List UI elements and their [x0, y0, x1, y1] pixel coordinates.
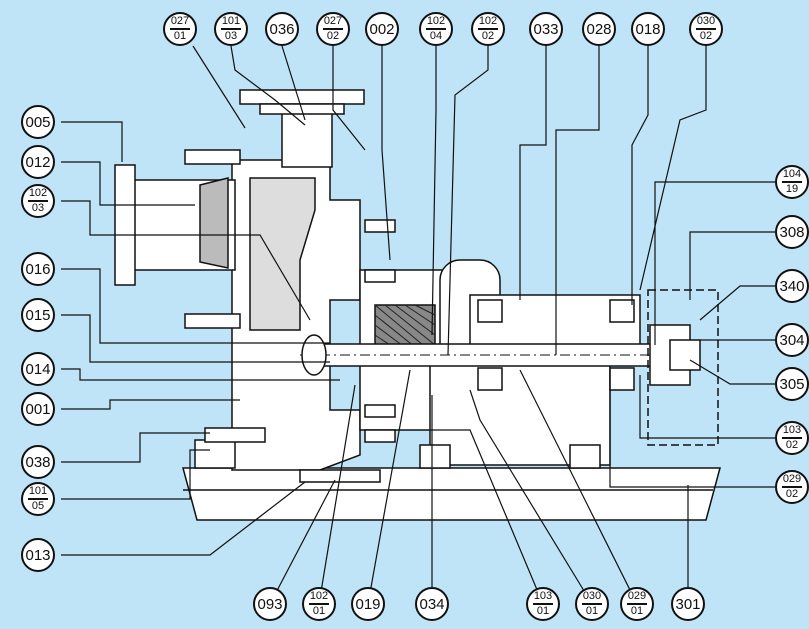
label-305: 305 [775, 367, 809, 401]
label-002: 002 [365, 12, 399, 46]
label-015: 015 [21, 298, 55, 332]
label-012: 012 [21, 145, 55, 179]
label-034: 034 [415, 587, 449, 621]
label-038: 038 [21, 445, 55, 479]
label-013: 013 [21, 538, 55, 572]
label-304: 304 [775, 323, 809, 357]
label-016: 016 [21, 252, 55, 286]
label-340: 340 [775, 269, 809, 303]
label-001: 001 [21, 392, 55, 426]
pump-body [114, 89, 721, 521]
label-028: 028 [582, 12, 616, 46]
label-093: 093 [253, 587, 287, 621]
label-036: 036 [265, 12, 299, 46]
label-308: 308 [775, 215, 809, 249]
label-033: 033 [529, 12, 563, 46]
label-019: 019 [351, 587, 385, 621]
label-014: 014 [21, 352, 55, 386]
label-005: 005 [21, 105, 55, 139]
label-018: 018 [631, 12, 665, 46]
leader-lines [61, 45, 775, 605]
label-301: 301 [671, 587, 705, 621]
